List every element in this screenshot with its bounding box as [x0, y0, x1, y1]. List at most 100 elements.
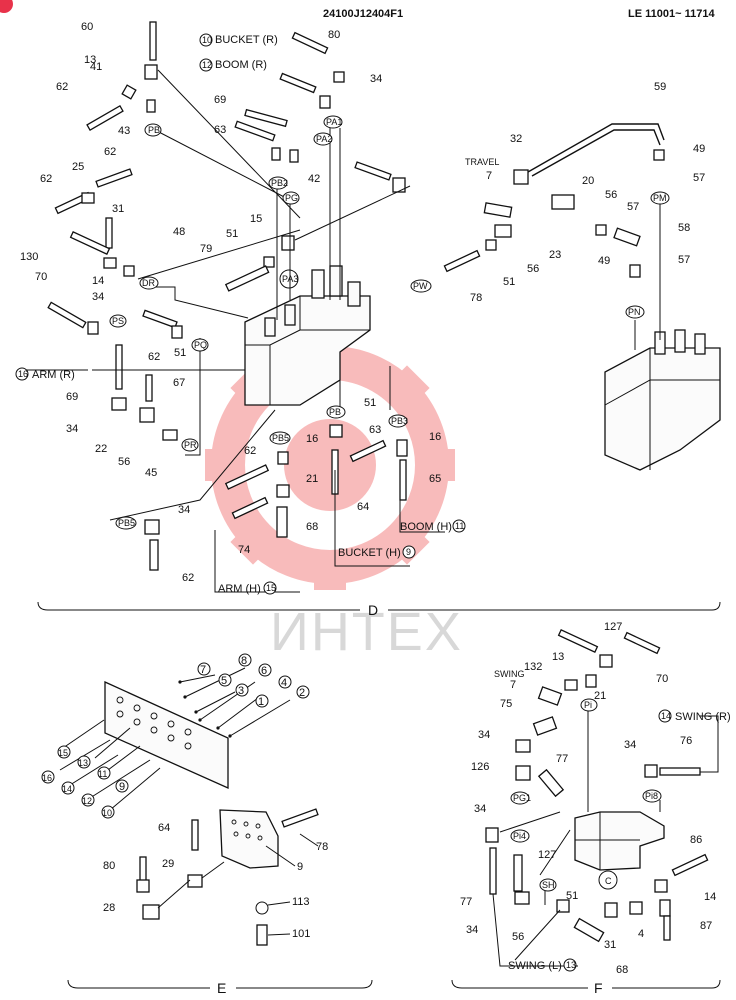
part-no: 65 — [429, 473, 441, 485]
part-no: 3 — [238, 685, 244, 697]
part-no: 11 — [98, 769, 107, 779]
port-tag-pg: PG — [285, 193, 298, 203]
part-no: 57 — [678, 254, 690, 266]
part-no: 4 — [281, 677, 287, 689]
part-no: 25 — [72, 161, 84, 173]
port-tag-pb3: PB3 — [391, 416, 408, 426]
port-tag-pa3: PA3 — [282, 274, 298, 284]
port-tag-pi4: Pi4 — [513, 831, 526, 841]
part-no: 14 — [704, 891, 716, 903]
part-no: 87 — [700, 920, 712, 932]
part-no: 49 — [598, 255, 610, 267]
part-no: 32 — [510, 133, 522, 145]
part-no: 34 — [370, 73, 382, 85]
control-valve-block — [244, 265, 371, 406]
part-no: 13 — [84, 54, 96, 66]
part-no: 13 — [552, 651, 564, 663]
part-no: 78 — [316, 841, 328, 853]
part-no: 70 — [656, 673, 668, 685]
part-no: 2 — [299, 687, 305, 699]
callout-arm-h: ARM (H) — [218, 583, 261, 595]
part-no: 34 — [478, 729, 490, 741]
part-no: 22 — [95, 443, 107, 455]
part-no: 68 — [616, 964, 628, 976]
port-tag-pb5b: PB5 — [118, 518, 135, 528]
part-no: 9 — [119, 781, 125, 793]
port-tag-pr: PR — [184, 440, 197, 450]
port-tag-pi8: Pi8 — [645, 791, 658, 801]
part-no: 51 — [174, 347, 186, 359]
part-no: 31 — [604, 939, 616, 951]
port-tag-pbb: PB — [329, 407, 341, 417]
callout-boom-h-no: 11 — [455, 521, 464, 531]
port-tag-pb2: PB2 — [271, 178, 288, 188]
part-no: 16 — [306, 433, 318, 445]
part-no: 45 — [145, 467, 157, 479]
callout-travel: TRAVEL — [465, 157, 499, 167]
hose-group-f — [485, 628, 719, 967]
section-e-bracket — [67, 979, 373, 989]
part-no: 63 — [369, 424, 381, 436]
part-no: 56 — [527, 263, 539, 275]
part-no: 21 — [594, 690, 606, 702]
part-no: 69 — [214, 94, 226, 106]
part-no: 62 — [182, 572, 194, 584]
part-no: 15 — [58, 748, 68, 758]
port-tag-c: C — [605, 876, 612, 886]
part-no: 67 — [173, 377, 185, 389]
callout-arm-r: ARM (R) — [32, 369, 75, 381]
part-no: 10 — [102, 808, 112, 818]
callout-bucket-h: BUCKET (H) — [338, 547, 401, 559]
corner-marker-icon — [0, 0, 13, 13]
part-no: 41 — [90, 61, 102, 73]
section-d: PB PA1 PA2 PB2 PG PA3 DR PS PQ PR PB5 PB… — [15, 21, 721, 618]
hose-group-e — [136, 808, 319, 946]
part-no: 16 — [429, 431, 441, 443]
part-no: 70 — [35, 271, 47, 283]
part-no: 14 — [62, 784, 72, 794]
studs-e — [59, 667, 291, 811]
part-no: 12 — [82, 796, 92, 806]
port-tag-pw: PW — [413, 281, 428, 291]
part-no: 63 — [214, 124, 226, 136]
part-no: 57 — [627, 201, 639, 213]
swing-valve-block — [574, 811, 665, 890]
part-no: 34 — [66, 423, 78, 435]
part-no: 56 — [512, 931, 524, 943]
part-no: 51 — [364, 397, 376, 409]
diagram-code: 24100J12404F1 — [323, 8, 403, 20]
part-no: 56 — [118, 456, 130, 468]
part-no: 34 — [474, 803, 486, 815]
part-no: 74 — [238, 544, 250, 556]
travel-valve-block — [604, 329, 721, 471]
port-tag-pg1: PG1 — [513, 793, 531, 803]
callout-arm-h-no: 15 — [266, 583, 276, 593]
part-no: 62 — [104, 146, 116, 158]
section-f-bracket — [451, 979, 721, 989]
part-no: 7 — [486, 170, 492, 182]
part-no: 34 — [624, 739, 636, 751]
part-no: 86 — [690, 834, 702, 846]
leader-lines-d — [20, 69, 661, 593]
part-no: 21 — [306, 473, 318, 485]
callouts-f: SWING 14 SWING (R) SWING (L) 13 — [494, 669, 731, 972]
part-no: 80 — [103, 860, 115, 872]
part-no: 51 — [226, 228, 238, 240]
part-numbers-d: 60 13 41 62 43 80 34 69 63 42 25 62 31 4… — [20, 21, 705, 584]
part-no: 14 — [92, 275, 104, 287]
part-no: 127 — [604, 621, 622, 633]
part-no: 77 — [460, 896, 472, 908]
part-no: 13 — [78, 758, 88, 768]
part-no: 126 — [471, 761, 489, 773]
part-numbers-e: 7 8 5 6 3 4 1 2 15 13 16 11 14 9 12 10 6… — [41, 653, 328, 940]
part-no: 78 — [470, 292, 482, 304]
port-tag-pb5: PB5 — [272, 433, 289, 443]
part-no: 51 — [503, 276, 515, 288]
callout-swing-r: SWING (R) — [675, 711, 731, 723]
port-tag-pb: PB — [148, 125, 160, 135]
port-tag-pn: PN — [628, 307, 641, 317]
callout-swing-r-no: 14 — [661, 711, 671, 721]
part-no: 113 — [292, 896, 310, 908]
part-no: 132 — [524, 661, 542, 673]
part-no: 20 — [582, 175, 594, 187]
